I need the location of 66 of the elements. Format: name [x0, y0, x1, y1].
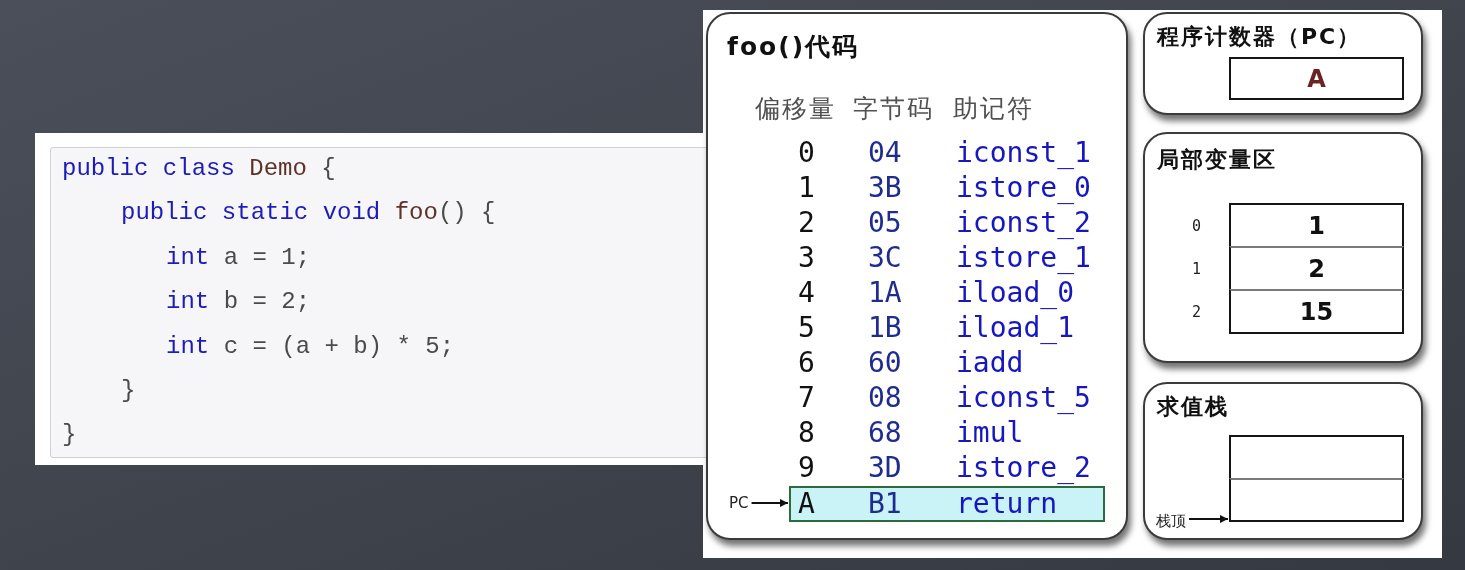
pointer-label: PC	[729, 494, 749, 512]
arrow	[750, 499, 789, 507]
mnemonic-text: iload_0	[956, 276, 1074, 310]
offset-value: 8	[798, 416, 815, 450]
highlighted-row	[789, 486, 1105, 522]
column-header: 偏移量	[755, 95, 836, 123]
code-line: }	[62, 422, 77, 449]
stack-slot	[1229, 478, 1404, 522]
offset-value: 3	[798, 241, 815, 275]
opcode-value: 3D	[868, 451, 902, 485]
code-listing	[50, 147, 708, 458]
opcode-value: 08	[868, 381, 902, 415]
opcode-value: 3B	[868, 171, 902, 205]
pointer-label: 栈顶	[1156, 512, 1186, 530]
variable-slot: 15	[1229, 289, 1404, 334]
panel-title: 局部变量区	[1157, 147, 1277, 174]
offset-value: 1	[798, 171, 815, 205]
offset-value: 9	[798, 451, 815, 485]
opcode-value: 1A	[868, 276, 902, 310]
local-variable-panel	[1143, 132, 1423, 363]
mnemonic-text: iconst_5	[956, 381, 1091, 415]
mnemonic-text: iadd	[956, 346, 1024, 380]
column-header: 字节码	[853, 95, 934, 123]
mnemonic-text: iconst_1	[956, 136, 1091, 170]
code-line: int c = (a + b) * 5;	[166, 333, 455, 360]
register-panel	[1143, 12, 1423, 115]
column-header: 助记符	[953, 95, 1034, 123]
opcode-value: B1	[868, 487, 902, 521]
slot-index: 0	[1192, 217, 1202, 235]
mnemonic-text: istore_2	[956, 451, 1091, 485]
panel-title: 求值栈	[1157, 394, 1229, 421]
mnemonic-text: istore_0	[956, 171, 1091, 205]
arrow	[1188, 515, 1229, 523]
code-line: }	[121, 378, 136, 404]
offset-value: 2	[798, 206, 815, 240]
variable-slot: 2	[1229, 246, 1404, 292]
offset-value: 4	[798, 276, 815, 310]
bytecode-panel	[706, 12, 1128, 540]
mnemonic-text: iload_1	[956, 311, 1074, 345]
opcode-value: 3C	[868, 241, 902, 275]
slot-index: 2	[1192, 302, 1202, 321]
opcode-value: 04	[868, 136, 902, 170]
offset-value: 5	[798, 311, 815, 345]
opcode-value: 60	[868, 346, 902, 380]
mnemonic-text: imul	[956, 416, 1024, 450]
slot-index: 1	[1192, 260, 1202, 278]
code-line: public class Demo {	[62, 156, 336, 182]
panel-title: 程序计数器（PC）	[1157, 24, 1362, 51]
mnemonic-text: istore_1	[956, 241, 1091, 275]
operand-stack-panel	[1143, 382, 1423, 540]
opcode-value: 1B	[868, 311, 902, 345]
code-line: int b = 2;	[166, 289, 311, 316]
offset-value: 7	[798, 381, 815, 415]
offset-value: 0	[798, 136, 815, 170]
mnemonic-text: iconst_2	[956, 206, 1091, 240]
mnemonic-text: return	[956, 487, 1058, 521]
stack-slot	[1229, 435, 1404, 480]
panel-title: foo()代码	[727, 32, 860, 62]
opcode-value: 05	[868, 206, 902, 240]
code-line: public static void foo() {	[121, 200, 496, 227]
offset-value: 6	[798, 346, 815, 380]
variable-slot: 1	[1229, 203, 1404, 249]
offset-value: A	[798, 487, 815, 521]
register-value: A	[1229, 57, 1404, 100]
opcode-value: 68	[868, 416, 902, 450]
code-line: int a = 1;	[166, 244, 311, 271]
